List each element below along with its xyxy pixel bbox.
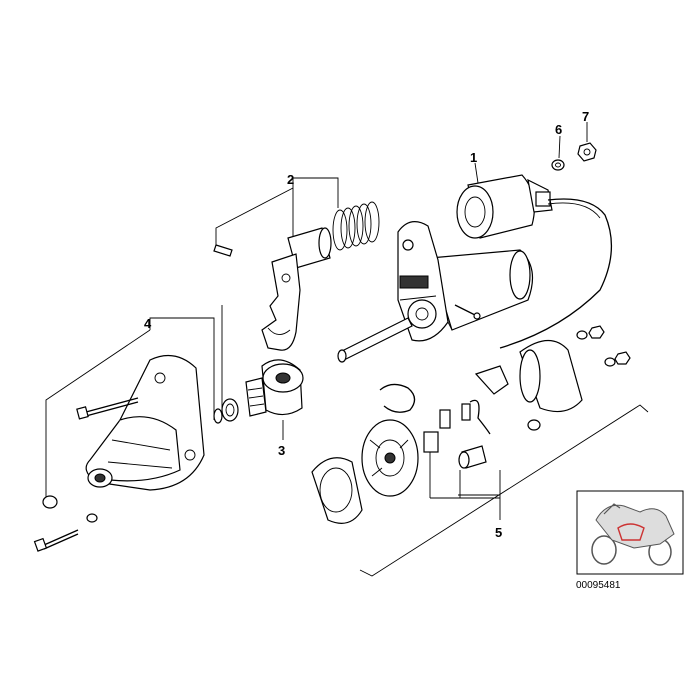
motorcycle-icon [591, 503, 675, 566]
reference-number: 00095481 [576, 580, 621, 591]
part-3-pinion-drive[interactable] [213, 359, 304, 424]
part-4-drive-end-housing[interactable] [33, 305, 223, 552]
part-2-engaging-lever-set[interactable] [213, 177, 380, 351]
callout-7: 7 [582, 109, 589, 124]
part-5-commutator-end-set[interactable] [311, 325, 649, 577]
callout-4: 4 [144, 316, 152, 331]
callout-1: 1 [470, 150, 477, 165]
motorcycle-thumbnail: 00095481 [576, 490, 684, 591]
callout-2: 2 [287, 172, 294, 187]
callout-6: 6 [555, 122, 562, 137]
callout-5: 5 [495, 525, 502, 540]
part-6-washer[interactable] [551, 159, 565, 171]
part-7-nut[interactable] [577, 142, 597, 162]
callout-3: 3 [278, 443, 285, 458]
part-1-solenoid-motor[interactable] [337, 174, 613, 363]
